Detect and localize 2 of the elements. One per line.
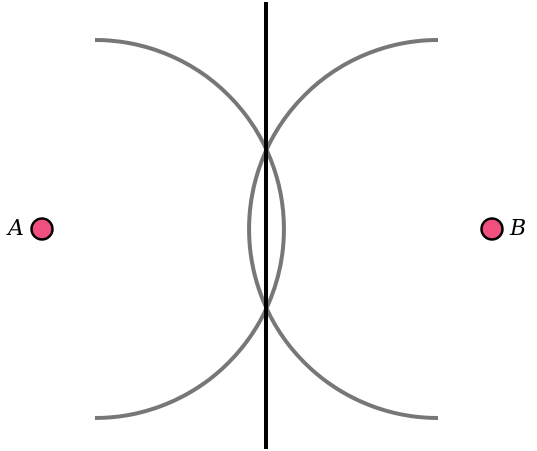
point-label: B [510, 217, 526, 241]
point-label: A [8, 217, 24, 241]
